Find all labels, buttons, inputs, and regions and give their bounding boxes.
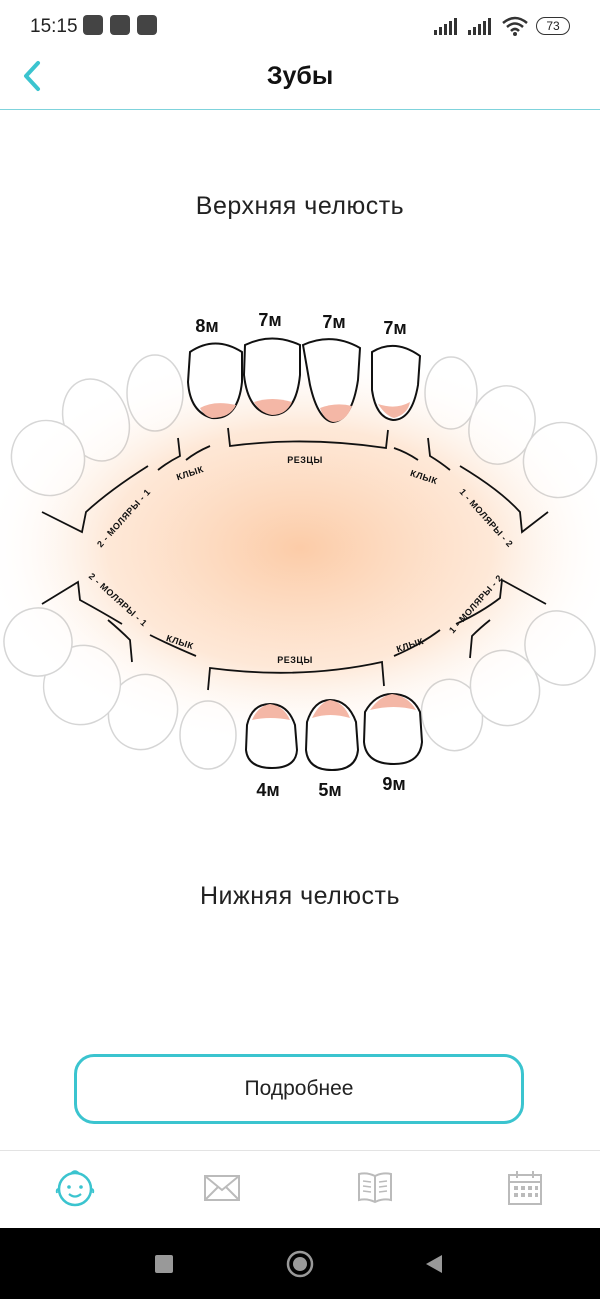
- upper-tooth: [186, 342, 243, 420]
- faded-lower-teeth: [3, 607, 596, 770]
- tooth-age-label: 4м: [256, 780, 279, 800]
- notification-icon: [83, 15, 103, 35]
- notification-icon: [110, 15, 130, 35]
- baby-face-icon: [55, 1170, 95, 1207]
- upper-jaw-title: Верхняя челюсть: [195, 192, 405, 220]
- lower-tooth: [304, 698, 360, 772]
- upper-brackets: [41, 427, 549, 534]
- square-icon: [155, 1255, 173, 1273]
- tooth-age-label: 5м: [318, 780, 341, 800]
- upper-incisors-label: РЕЗЦЫ: [287, 455, 323, 465]
- mouth-glow: [0, 348, 600, 748]
- battery-indicator: 73: [536, 17, 570, 35]
- upper-tooth: [242, 337, 301, 417]
- tooth-age-label: 7м: [322, 312, 345, 332]
- bottom-navigation: [0, 1150, 600, 1229]
- lower-brackets: [41, 578, 547, 691]
- back-button[interactable]: [12, 56, 52, 96]
- nav-messages-tab[interactable]: [197, 1165, 247, 1211]
- lower-incisors-label: РЕЗЦЫ: [277, 655, 313, 665]
- lower-tooth: [362, 692, 424, 766]
- system-navigation-bar: [0, 1228, 600, 1299]
- nav-baby-tab[interactable]: [50, 1165, 100, 1211]
- book-icon: [358, 1172, 392, 1204]
- status-time: 15:15: [30, 16, 78, 37]
- wifi-icon: [502, 16, 528, 36]
- nav-calendar-tab[interactable]: [500, 1165, 550, 1211]
- lower-tooth: [244, 702, 299, 770]
- tooth-age-label: 7м: [258, 310, 281, 330]
- envelope-icon: [204, 1175, 240, 1201]
- recent-apps-button[interactable]: [150, 1250, 178, 1278]
- upper-tooth: [301, 338, 362, 424]
- back-system-button[interactable]: [420, 1250, 448, 1278]
- tooth-age-label: 8м: [195, 316, 218, 336]
- tooth-age-label: 9м: [382, 774, 405, 794]
- tooth-age-label: 7м: [383, 318, 406, 338]
- lower-jaw-title: Нижняя челюсть: [200, 882, 400, 910]
- faded-upper-teeth: [10, 354, 598, 499]
- details-button[interactable]: Подробнее: [74, 1054, 524, 1124]
- app-header: Зубы: [0, 52, 600, 110]
- signal-icon: [434, 18, 457, 35]
- triangle-back-icon: [426, 1255, 442, 1273]
- upper-tooth: [371, 345, 422, 422]
- calendar-icon: [508, 1171, 542, 1205]
- signal-icon: [468, 18, 491, 35]
- status-bar: 15:15 73: [0, 0, 600, 52]
- circle-icon: [286, 1250, 314, 1278]
- page-title: Зубы: [266, 62, 334, 90]
- home-button[interactable]: [286, 1250, 314, 1278]
- chevron-left-icon: [24, 61, 40, 91]
- teeth-diagram: 8м 7м 7м 7м 4м 5м 9м РЕЗЦЫ КЛЫК КЛЫК 2 -…: [0, 310, 600, 800]
- nav-library-tab[interactable]: [350, 1165, 400, 1211]
- notification-icon: [137, 15, 157, 35]
